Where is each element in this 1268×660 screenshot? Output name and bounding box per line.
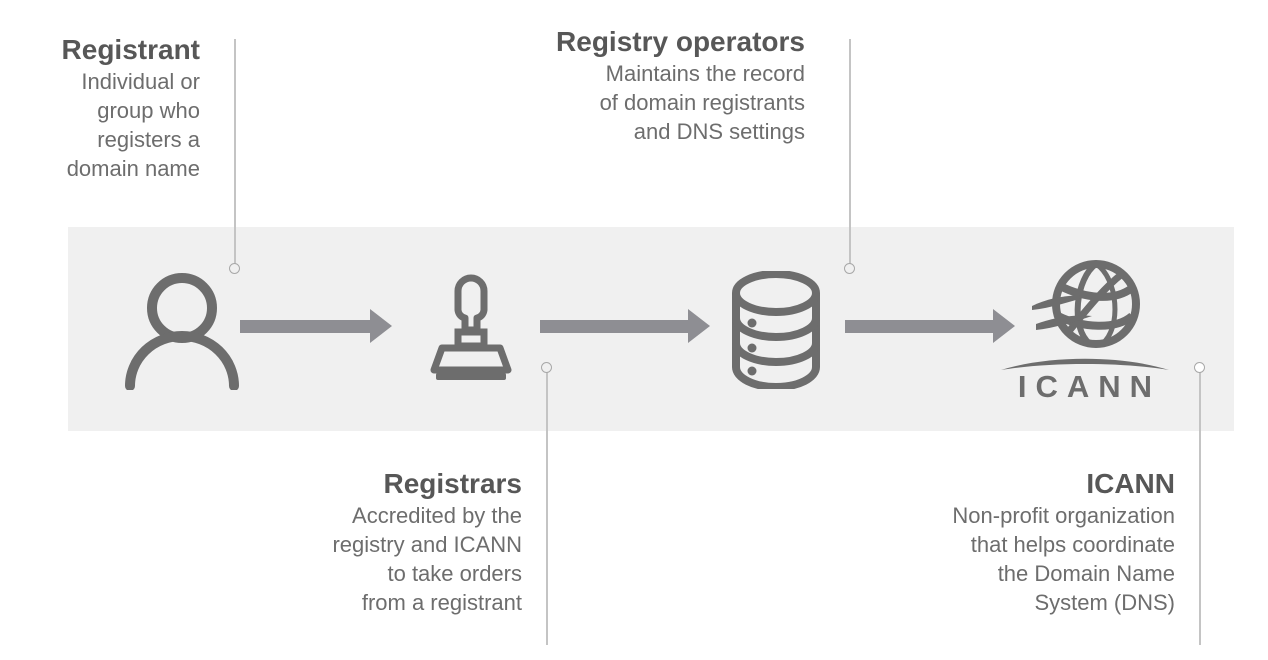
label-registrars: Registrars Accredited by the registry an… — [240, 467, 522, 617]
label-registry-operators-line-2: of domain registrants — [599, 89, 805, 115]
label-registrars-title: Registrars — [383, 468, 522, 499]
label-registry-operators-line-1: Maintains the record — [605, 61, 805, 87]
label-icann-line-2: that helps coordinate — [970, 531, 1175, 557]
label-registrant-line-1: Individual or — [81, 69, 200, 95]
label-registrant-line-2: group who — [97, 97, 200, 123]
icann-globe-icon — [995, 258, 1175, 354]
leader-line-registrant — [234, 39, 236, 270]
icann-logo: ICANN — [995, 258, 1175, 402]
label-icann-line-4: System (DNS) — [1034, 589, 1175, 615]
stamp-icon — [425, 270, 517, 380]
leader-line-icann — [1199, 370, 1201, 645]
icann-wordmark: ICANN — [1017, 369, 1162, 404]
leader-dot-registrant — [229, 263, 240, 274]
label-icann-title: ICANN — [1086, 468, 1175, 499]
label-icann-line-3: the Domain Name — [997, 560, 1175, 586]
leader-line-registrars — [546, 370, 548, 645]
icann-arc — [995, 356, 1175, 372]
label-registrars-line-1: Accredited by the — [352, 503, 522, 529]
database-icon — [728, 271, 824, 389]
label-registry-operators-title: Registry operators — [556, 26, 805, 57]
label-registrars-line-3: to take orders — [387, 560, 522, 586]
leader-dot-registry-operators — [844, 263, 855, 274]
arrow-registrars-to-registry — [540, 309, 710, 343]
label-registrars-line-2: registry and ICANN — [332, 531, 522, 557]
label-registry-operators: Registry operators Maintains the record … — [495, 25, 805, 147]
label-registrant-title: Registrant — [61, 34, 200, 65]
arrow-registry-to-icann — [845, 309, 1015, 343]
person-icon — [118, 272, 246, 390]
arrow-registrant-to-registrars — [240, 309, 392, 343]
label-registrant-line-4: domain name — [66, 155, 200, 181]
leader-line-registry-operators — [849, 39, 851, 270]
leader-dot-icann — [1194, 362, 1205, 373]
label-icann-line-1: Non-profit organization — [952, 503, 1175, 529]
label-icann: ICANN Non-profit organization that helps… — [860, 467, 1175, 617]
leader-dot-registrars — [541, 362, 552, 373]
label-registrant: Registrant Individual or group who regis… — [10, 33, 200, 183]
label-registrant-line-3: registers a — [97, 126, 200, 152]
label-registry-operators-line-3: and DNS settings — [633, 118, 805, 144]
label-registrars-line-4: from a registrant — [361, 589, 522, 615]
